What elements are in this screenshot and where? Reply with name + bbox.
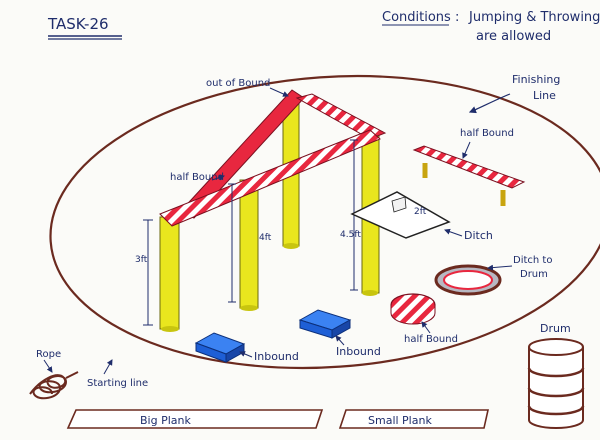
inbound-block-1 — [194, 332, 246, 363]
ditch-drum-label-1: Ditch to — [513, 255, 552, 266]
drum-icon — [527, 338, 585, 429]
height-4ft: 4ft — [259, 233, 272, 243]
half-bound-drum-label: half Bound — [404, 334, 458, 345]
inbound-label-2: Inbound — [336, 345, 381, 358]
small-plank-label: Small Plank — [368, 414, 432, 427]
inbound-label-1: Inbound — [254, 350, 299, 363]
task-title: TASK-26 — [47, 15, 109, 33]
big-plank-label: Big Plank — [140, 414, 191, 427]
inbound-block-2 — [298, 309, 352, 339]
conditions-line-2: are allowed — [476, 29, 551, 44]
ditch-drum-label-2: Drum — [520, 269, 548, 280]
half-bound-right-label: half Bound — [460, 128, 514, 139]
small-plank: Small Plank — [338, 409, 489, 429]
half-bound-drum — [390, 293, 436, 325]
height-3ft: 3ft — [135, 255, 148, 265]
conditions-label: Conditions : — [382, 10, 459, 25]
ditch — [350, 191, 451, 239]
conditions-block: Conditions : Jumping & Throwing are allo… — [382, 10, 600, 44]
conditions-line-1: Jumping & Throwing — [468, 10, 600, 25]
ditch-label: Ditch — [464, 229, 493, 242]
balance-beam — [412, 145, 526, 206]
finishing-line-label-1: Finishing — [512, 73, 560, 86]
ditch-depth-label: 2ft — [414, 207, 427, 217]
finishing-line-label-2: Line — [533, 89, 556, 102]
out-of-bound-label: out of Bound — [206, 78, 270, 89]
drum-label: Drum — [540, 322, 571, 335]
back-striped-beam — [295, 93, 387, 140]
starting-line-label: Starting line — [87, 378, 148, 389]
height-markers — [143, 139, 358, 326]
height-4-5ft: 4.5ft — [340, 230, 361, 240]
rope-icon — [29, 371, 79, 400]
rope-label: Rope — [36, 349, 61, 360]
boundary-oval — [49, 74, 600, 370]
out-of-bound-beam — [179, 89, 305, 219]
half-bound-left-label: half Bound — [170, 172, 224, 183]
big-plank: Big Plank — [66, 409, 324, 429]
ditch-to-drum — [434, 264, 502, 296]
half-bound-beam — [159, 129, 381, 227]
task-title-group: TASK-26 — [47, 15, 122, 40]
